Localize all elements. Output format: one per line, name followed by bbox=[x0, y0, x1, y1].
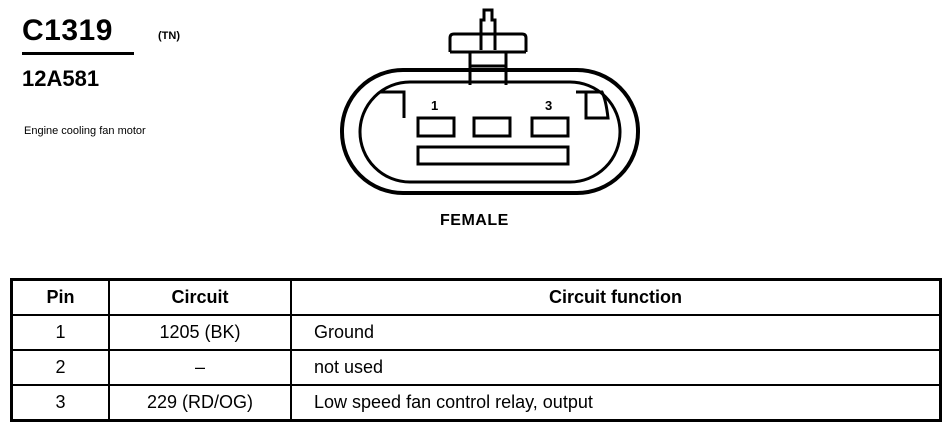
pin-cell: 2 bbox=[10, 349, 110, 386]
connector-outer-shell bbox=[340, 68, 640, 195]
connector-slot bbox=[416, 145, 570, 166]
table-row: 2 – not used bbox=[10, 349, 942, 386]
part-number: 12A581 bbox=[22, 66, 100, 91]
pinout-table: Pin Circuit Circuit function 1 1205 (BK)… bbox=[10, 278, 942, 422]
header-pin: Pin bbox=[10, 278, 110, 316]
connector-inner-shell bbox=[358, 80, 622, 184]
table-row: 3 229 (RD/OG) Low speed fan control rela… bbox=[10, 384, 942, 422]
header-circuit-function: Circuit function bbox=[290, 278, 942, 316]
connector-id: C1319 bbox=[22, 14, 113, 47]
cavity-label-3: 3 bbox=[545, 98, 552, 113]
locking-tab bbox=[448, 8, 528, 85]
pin-cavity-3 bbox=[530, 116, 570, 138]
connector-description: Engine cooling fan motor bbox=[24, 125, 146, 137]
function-cell: Low speed fan control relay, output bbox=[290, 384, 942, 422]
connector-gender-label: FEMALE bbox=[440, 212, 509, 229]
table-row: 1 1205 (BK) Ground bbox=[10, 314, 942, 351]
pin-cell: 1 bbox=[10, 314, 110, 351]
pin-cavity-1 bbox=[416, 116, 456, 138]
corner-key-left bbox=[380, 90, 406, 118]
circuit-cell: 1205 (BK) bbox=[108, 314, 292, 351]
circuit-cell: – bbox=[108, 349, 292, 386]
circuit-cell: 229 (RD/OG) bbox=[108, 384, 292, 422]
table-header-row: Pin Circuit Circuit function bbox=[10, 278, 942, 316]
header-circuit: Circuit bbox=[108, 278, 292, 316]
function-cell: not used bbox=[290, 349, 942, 386]
connector-id-underline bbox=[22, 52, 134, 55]
connector-face-diagram: 1 3 bbox=[340, 8, 640, 195]
function-cell: Ground bbox=[290, 314, 942, 351]
pin-cell: 3 bbox=[10, 384, 110, 422]
corner-key-right bbox=[576, 90, 610, 120]
pin-cavity-2 bbox=[472, 116, 512, 138]
connector-code: (TN) bbox=[158, 30, 180, 42]
cavity-label-1: 1 bbox=[431, 98, 438, 113]
